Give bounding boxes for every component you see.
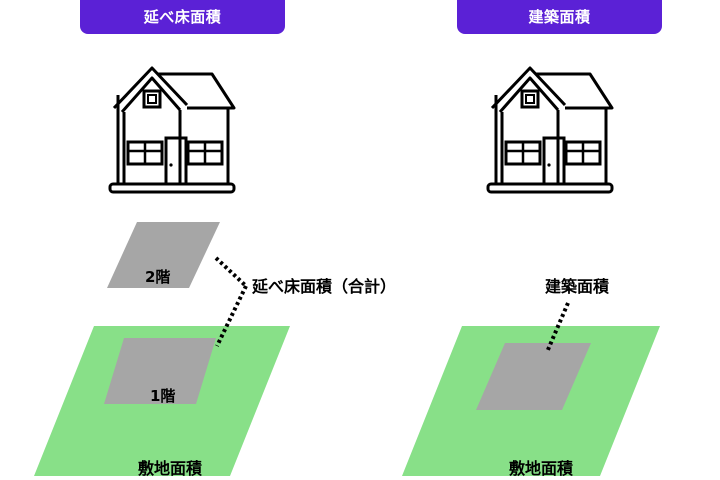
floor1-label: 1階 [150,387,175,405]
leader-line-floor1 [215,285,248,347]
leader-line-building [545,302,570,353]
house-icon-right [486,66,614,194]
house-icon-left [108,66,236,194]
building-footprint [476,343,591,410]
tag-total-floor-area: 延べ床面積 [80,0,285,34]
leader-line-floor2 [214,256,248,288]
total-floor-area-label: 延べ床面積（合計） [251,277,396,296]
building-area-label: 建築面積 [545,277,610,296]
site-area-label-right: 敷地面積 [509,459,574,478]
tag-building-area: 建築面積 [457,0,662,34]
floor-1 [104,338,216,404]
floor-2 [107,222,220,288]
site-area-label-left: 敷地面積 [138,459,203,478]
floor2-label: 2階 [145,268,170,286]
